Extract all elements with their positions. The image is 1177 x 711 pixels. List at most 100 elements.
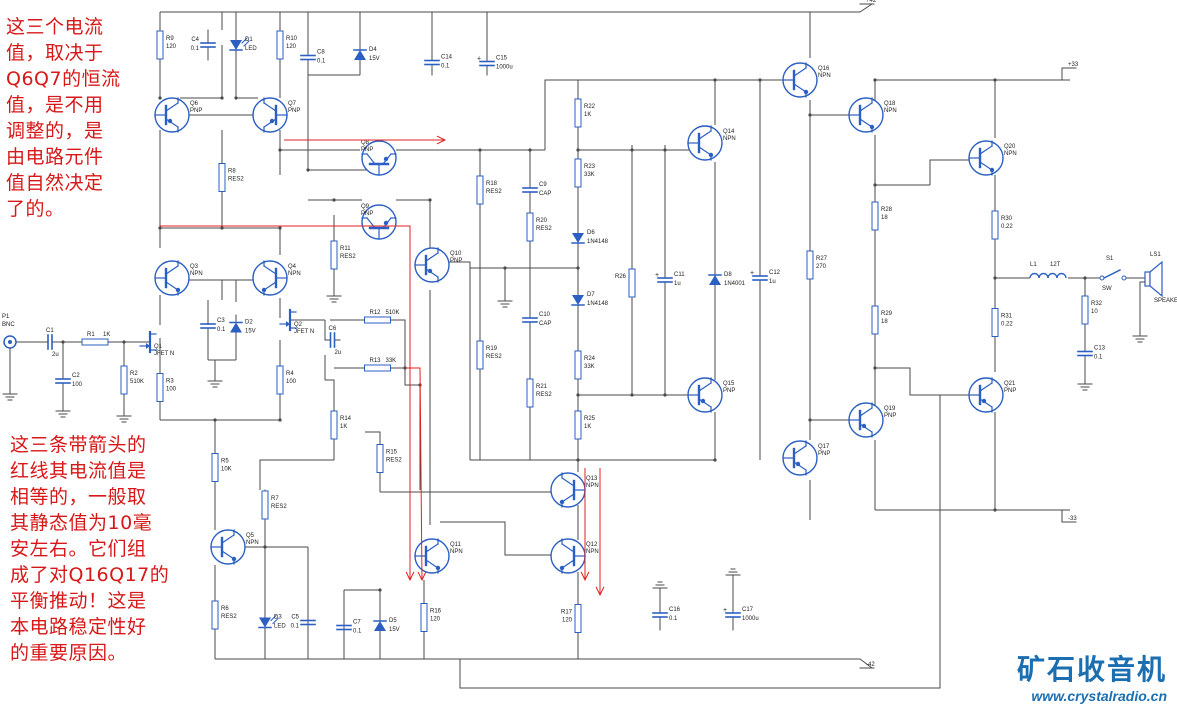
part-ref: Q20 — [1004, 144, 1016, 150]
speaker-magnet — [1144, 271, 1151, 287]
part-ref: R20 — [536, 218, 548, 224]
resistor-body — [476, 175, 484, 205]
part-type: PNP — [450, 258, 462, 264]
part-ref: R28 — [881, 207, 893, 213]
resistor-body — [574, 410, 582, 440]
wire — [259, 459, 334, 490]
wire — [459, 395, 941, 689]
part-ref: Q5 — [246, 533, 255, 539]
part-value: 1N4148 — [587, 301, 609, 307]
diode-body — [572, 295, 584, 305]
emitter-arrow — [261, 287, 267, 293]
part-value: 1K — [103, 332, 110, 338]
gate-arrow — [146, 343, 150, 349]
part-ref: R4 — [286, 371, 294, 377]
junction-dot — [234, 96, 238, 100]
note-line: 调整的，是 — [6, 120, 104, 142]
part-value: 0.1 — [291, 624, 300, 630]
gate-arrow — [286, 321, 290, 327]
junction-dot — [378, 588, 382, 592]
part-ref: C2 — [72, 373, 80, 379]
part-value: RES2 — [271, 504, 287, 510]
part-value: RES2 — [228, 177, 244, 183]
capacitor-c7: C70.1 — [336, 614, 362, 641]
junction-dot — [478, 148, 482, 152]
part-ref: R3 — [166, 379, 174, 385]
junction-dot — [263, 545, 267, 549]
diode-body — [259, 617, 271, 628]
resistor-body — [120, 365, 128, 395]
part-type: NPN — [884, 108, 897, 114]
emitter-arrow — [427, 268, 433, 274]
resistor-body — [330, 240, 338, 270]
emitter-arrow — [269, 118, 275, 124]
resistor-r26: R26 — [615, 267, 636, 299]
ground-symbol — [326, 289, 342, 303]
wire — [698, 130, 712, 140]
part-ref: R8 — [228, 169, 236, 175]
part-type: NPN — [190, 271, 203, 277]
part-type: NPN — [288, 271, 301, 277]
part-ref: S1 — [1106, 256, 1114, 262]
part-value: 18 — [881, 319, 888, 325]
part-ref: R18 — [486, 181, 498, 187]
resistor-body — [991, 210, 999, 240]
resistor-body — [81, 338, 109, 346]
ground-symbol — [497, 294, 513, 308]
note-line: 本电路稳定性好 — [10, 616, 147, 638]
wire — [979, 145, 993, 155]
wire — [325, 379, 335, 410]
part-ref: Q6 — [190, 101, 199, 107]
wire — [365, 431, 381, 445]
note-line: 安左右。它们组 — [10, 538, 147, 560]
note-line: 这三个电流 — [6, 16, 104, 38]
junction-dot — [663, 393, 667, 397]
part-value: 2u — [52, 352, 59, 358]
junction-dot — [61, 340, 65, 344]
junction-dot — [758, 78, 762, 82]
part-type: PNP — [190, 108, 202, 114]
emitter-arrow — [167, 118, 173, 124]
note-line: 其静态值为10毫 — [10, 512, 153, 534]
part-value: 1000u — [742, 616, 759, 622]
part-ref: D6 — [587, 230, 595, 236]
part-ref: R7 — [271, 496, 279, 502]
wire — [875, 367, 975, 396]
part-ref: Q15 — [723, 381, 735, 387]
wire — [698, 382, 712, 392]
part-ref: Q21 — [1004, 381, 1016, 387]
rail-label: -42 — [866, 662, 875, 668]
part-ref: P1 — [2, 314, 10, 320]
rail-label: +33 — [1068, 62, 1079, 68]
part-value: CAP — [539, 321, 551, 327]
part-ref: Q3 — [190, 264, 199, 270]
part-ref: C4 — [191, 37, 199, 43]
site-watermark: 矿石收音机 www.crystalradio.cn — [1017, 648, 1167, 704]
resistor-body — [526, 378, 534, 408]
resistor-body — [364, 316, 391, 324]
part-ref: Q14 — [723, 129, 735, 135]
rail-negative-33: -33 — [1061, 516, 1077, 523]
part-ref: R6 — [221, 606, 229, 612]
part-ref: C15 — [496, 56, 508, 62]
part-ref: R27 — [816, 256, 828, 262]
resistor-body — [628, 268, 636, 298]
